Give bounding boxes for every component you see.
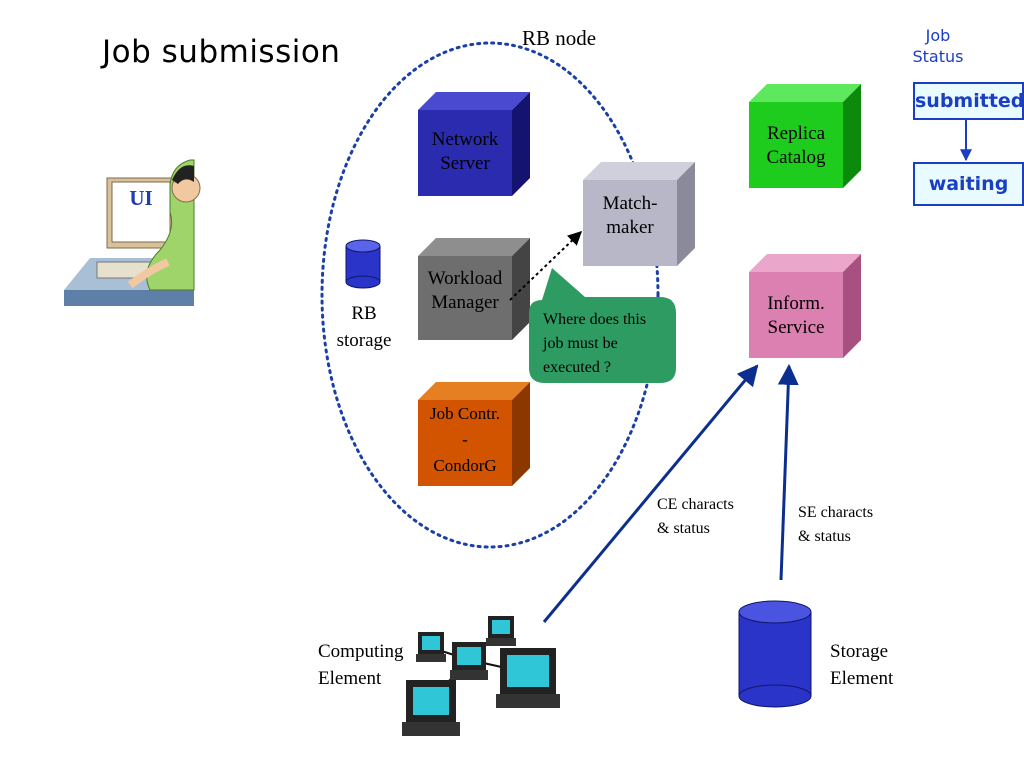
ui-label: UI — [129, 186, 153, 210]
callout-line-3: executed ? — [543, 359, 611, 376]
matchmaker-line-2: maker — [606, 217, 654, 238]
job-controller-cube — [418, 382, 530, 486]
status-waiting: waiting — [913, 162, 1024, 206]
se-link-line-1: SE characts — [798, 504, 874, 521]
replica-catalog-label: Replica Catalog — [749, 122, 843, 170]
network-server-cube — [418, 92, 530, 196]
matchmaker-cube — [583, 162, 695, 266]
se-link-label: SE characts & status — [798, 501, 873, 549]
job-status-heading-line-2: Status — [912, 47, 964, 66]
storage-element-line-2: Element — [830, 668, 894, 689]
ce-link-line-1: CE characts — [657, 496, 734, 513]
computing-element-line-1: Computing — [318, 641, 404, 662]
inform-service-label: Inform. Service — [749, 292, 843, 340]
inform-service-line-1: Inform. — [767, 293, 825, 314]
ui-user-at-computer-icon — [64, 159, 201, 306]
workload-manager-cube — [418, 238, 530, 340]
callout-line-2: job must be — [543, 335, 618, 352]
page-title: Job submission — [102, 34, 341, 70]
replica-catalog-cube — [749, 84, 861, 188]
rb-storage-cylinder-icon — [345, 239, 381, 289]
workload-to-matchmaker-arrow — [509, 231, 583, 301]
callout-line-1: Where does this — [543, 311, 647, 328]
storage-element-line-1: Storage — [830, 641, 889, 662]
network-server-line-1: Network — [431, 129, 499, 150]
rb-storage-line-1: RB — [351, 303, 377, 324]
storage-element-label: Storage Element — [830, 638, 893, 692]
job-controller-label: Job Contr. - CondorG — [412, 401, 518, 479]
workload-manager-line-2: Manager — [431, 292, 499, 313]
computing-element-network-icon — [402, 616, 560, 736]
network-server-label: Network Server — [418, 128, 512, 176]
computing-element-label: Computing Element — [318, 638, 404, 692]
status-submitted: submitted — [913, 82, 1024, 120]
ce-to-inform-service-arrow — [542, 364, 759, 623]
rb-storage-label: RB storage — [320, 300, 408, 354]
computing-element-line-2: Element — [318, 668, 382, 689]
job-controller-line-2: - — [462, 430, 468, 449]
rb-node-boundary — [320, 41, 660, 549]
se-link-line-2: & status — [798, 528, 851, 545]
job-controller-line-1: Job Contr. — [430, 404, 500, 423]
job-controller-line-3: CondorG — [433, 456, 497, 475]
callout-text: Where does this job must be executed ? — [543, 308, 675, 380]
inform-service-line-2: Service — [767, 317, 825, 338]
inform-service-cube — [749, 254, 861, 358]
matchmaker-label: Match- maker — [583, 192, 677, 240]
ce-link-label: CE characts & status — [657, 493, 734, 541]
se-to-inform-service-arrow — [777, 363, 799, 581]
job-status-heading: Job Status — [898, 25, 978, 67]
where-executed-callout — [529, 268, 676, 383]
rb-storage-line-2: storage — [336, 330, 392, 351]
matchmaker-line-1: Match- — [602, 193, 658, 214]
replica-catalog-line-1: Replica — [766, 123, 826, 144]
rb-node-label: RB node — [522, 26, 597, 50]
network-server-line-2: Server — [440, 153, 490, 174]
ce-link-line-2: & status — [657, 520, 710, 537]
replica-catalog-line-2: Catalog — [766, 147, 826, 168]
workload-manager-line-1: Workload — [427, 268, 503, 289]
storage-element-cylinder-icon — [738, 600, 812, 708]
workload-manager-label: Workload Manager — [412, 267, 518, 315]
job-status-heading-line-1: Job — [925, 26, 951, 45]
